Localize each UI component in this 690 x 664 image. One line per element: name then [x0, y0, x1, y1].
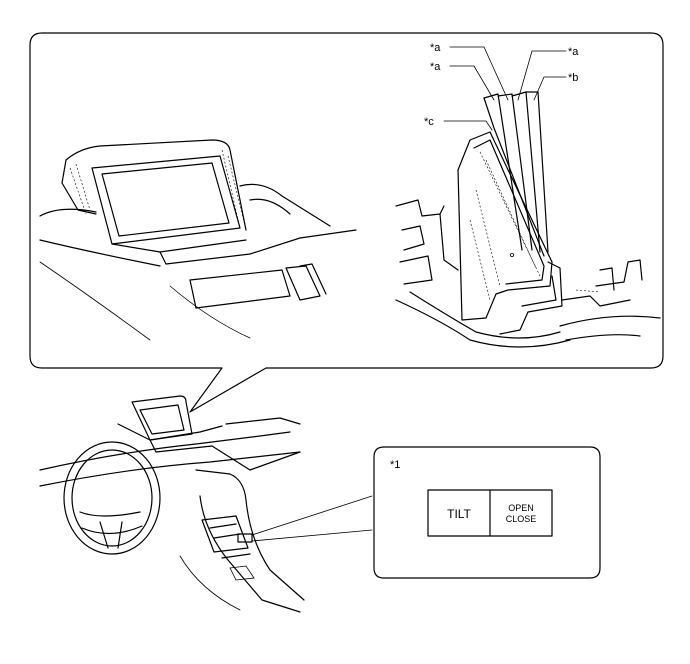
callout-a-top: *a	[430, 42, 441, 54]
tilt-switch[interactable]: TILT	[429, 491, 489, 535]
tilt-label: TILT	[447, 507, 471, 521]
callout-1: *1	[390, 459, 400, 471]
open-label: OPEN	[508, 503, 534, 513]
callout-c: *c	[424, 116, 434, 128]
cabin-overview	[39, 395, 373, 613]
tilt-section-detail	[395, 46, 661, 348]
switch-detail-box	[373, 446, 601, 579]
callout-a-mid: *a	[430, 61, 441, 73]
steering-wheel	[63, 441, 161, 555]
top-balloon-frame	[29, 32, 664, 413]
callout-b: *b	[568, 72, 578, 84]
open-close-switch[interactable]: OPEN CLOSE	[491, 491, 551, 535]
close-label: CLOSE	[506, 514, 537, 524]
display-detail	[39, 139, 357, 341]
callout-a-right: *a	[568, 46, 579, 58]
switch-location	[237, 533, 253, 543]
